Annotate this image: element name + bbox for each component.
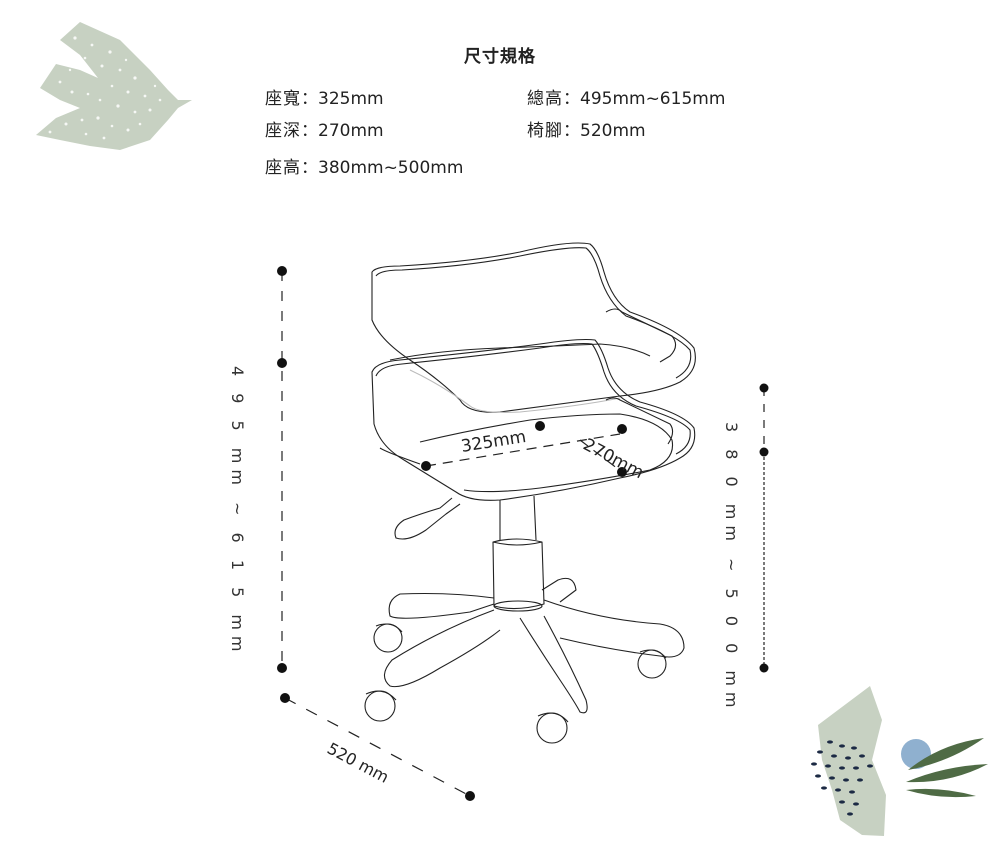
total-height-dimension [277,266,287,673]
spec-base-label: 椅腳 [527,121,563,141]
seat-depth-label: 270mm [580,435,647,483]
total-height-label: 4 9 5 mm ~ 6 1 5 mm [228,366,247,658]
spec-seat-depth-value: 270mm [318,121,384,141]
spec-sep: ： [301,89,318,109]
spec-sep: ： [301,158,318,178]
leaf-decoration-icon [811,686,988,836]
spec-base-value: 520mm [580,121,646,141]
chair-illustration [364,242,696,744]
spec-sep: ： [301,121,318,141]
spec-base: 椅腳：520mm [527,116,646,141]
spec-total-height-label: 總高 [527,89,563,109]
spec-total-height-value: 495mm~615mm [580,89,726,109]
page-title: 尺寸規格 [464,47,536,67]
spec-seat-width-label: 座寬 [265,89,301,109]
base-dimension [280,693,475,801]
base-label: 520 mm [324,739,392,787]
spec-seat-width: 座寬：325mm [265,84,384,109]
spec-sep: ： [563,89,580,109]
spec-seat-height-value: 380mm~500mm [318,158,464,178]
bird-decoration-icon [36,22,192,150]
spec-sep: ： [563,121,580,141]
seat-height-dimension [759,383,769,673]
spec-seat-width-value: 325mm [318,89,384,109]
seat-dimension-markers [421,421,627,477]
spec-seat-depth: 座深：270mm [265,116,384,141]
spec-total-height: 總高：495mm~615mm [527,84,725,109]
spec-seat-height-label: 座高 [265,158,301,178]
seat-height-label: 3 8 0 mm ~ 5 0 0 mm [722,422,741,714]
spec-seat-height: 座高：380mm~500mm [265,153,463,178]
spec-seat-depth-label: 座深 [265,121,301,141]
